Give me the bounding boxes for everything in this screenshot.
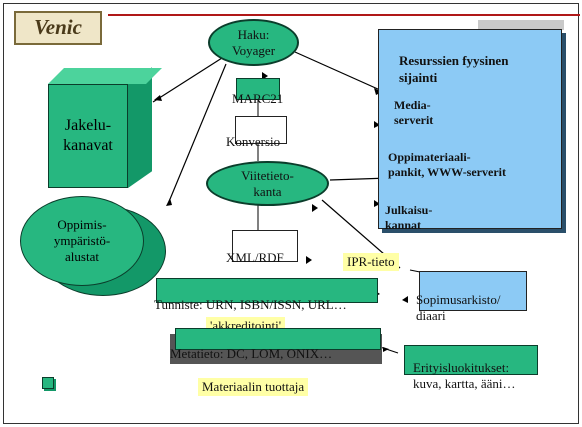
arrow-xml (306, 256, 312, 264)
julkaisukannat-label: Julkaisu- kannat (385, 203, 433, 232)
tunniste-bar (156, 278, 378, 303)
metatieto-label: Metatieto: DC, LOM, ONIX… (170, 346, 333, 361)
xml-rdf-label: XML/RDF (226, 250, 284, 265)
sopimusarkisto-label: Sopimusarkisto/ diaari (416, 292, 501, 323)
mediaserverit-label: Media- serverit (394, 98, 434, 127)
jakelukanavat-side (128, 67, 152, 188)
line-haku-oppimis (167, 63, 227, 205)
arrow-resurssit-2 (374, 121, 380, 128)
haku-voyager-node: Haku: Voyager (208, 19, 299, 66)
resurssit-title: Resurssien fyysinen sijainti (399, 53, 509, 85)
line-haku-resurssit (294, 51, 390, 95)
oppimis-label: Oppimis- ympäristö- alustat (53, 217, 111, 264)
arrow-meta (383, 347, 389, 352)
jakelukanavat-label: Jakelu- kanavat (63, 117, 113, 154)
erityisluokitukset-box (404, 345, 538, 375)
xml-rdf-box (232, 230, 298, 262)
header-banner (478, 20, 564, 30)
viitetietokanta-node: Viitetieto- kanta (206, 161, 329, 206)
arrow-oppimis (166, 198, 172, 206)
logo: Venic (14, 11, 102, 45)
resurssit-panel (378, 29, 562, 229)
line-meta-erityis (379, 346, 399, 354)
erityisluokitukset-label: Erityisluokitukset: kuva, kartta, ääni… (413, 360, 516, 391)
top-accent-line (108, 14, 580, 16)
arrow-viite (312, 204, 318, 212)
arrow-jakelu (154, 95, 162, 101)
tunniste-label: Tunniste: URN, ISBN/ISSN, URL… (154, 297, 347, 312)
jakelukanavat-top (48, 68, 162, 84)
oppimateriaalipankit-label: Oppimateriaali- pankit, WWW-serverit (388, 150, 506, 179)
legend-square (42, 377, 54, 389)
sopimusarkisto-box (419, 271, 527, 311)
konversio-label: Konversio (226, 134, 281, 149)
arrow-ipr (402, 296, 408, 303)
metatieto-bar (175, 328, 381, 350)
arrow-julkaisu (374, 200, 380, 207)
marc21-box (236, 78, 280, 100)
slide-frame (3, 3, 579, 424)
jakelukanavat-box: Jakelu- kanavat (48, 84, 128, 188)
ipr-tieto-label: IPR-tieto (343, 253, 399, 271)
konversio-box (235, 116, 287, 144)
oppimis-node: Oppimis- ympäristö- alustat (20, 196, 144, 286)
line-haku-jakelu (152, 57, 223, 103)
materiaalin-tuottaja-label: Materiaalin tuottaja (198, 378, 309, 396)
logo-text: Venic (34, 15, 82, 39)
marc21-label: MARC21 (232, 91, 284, 106)
